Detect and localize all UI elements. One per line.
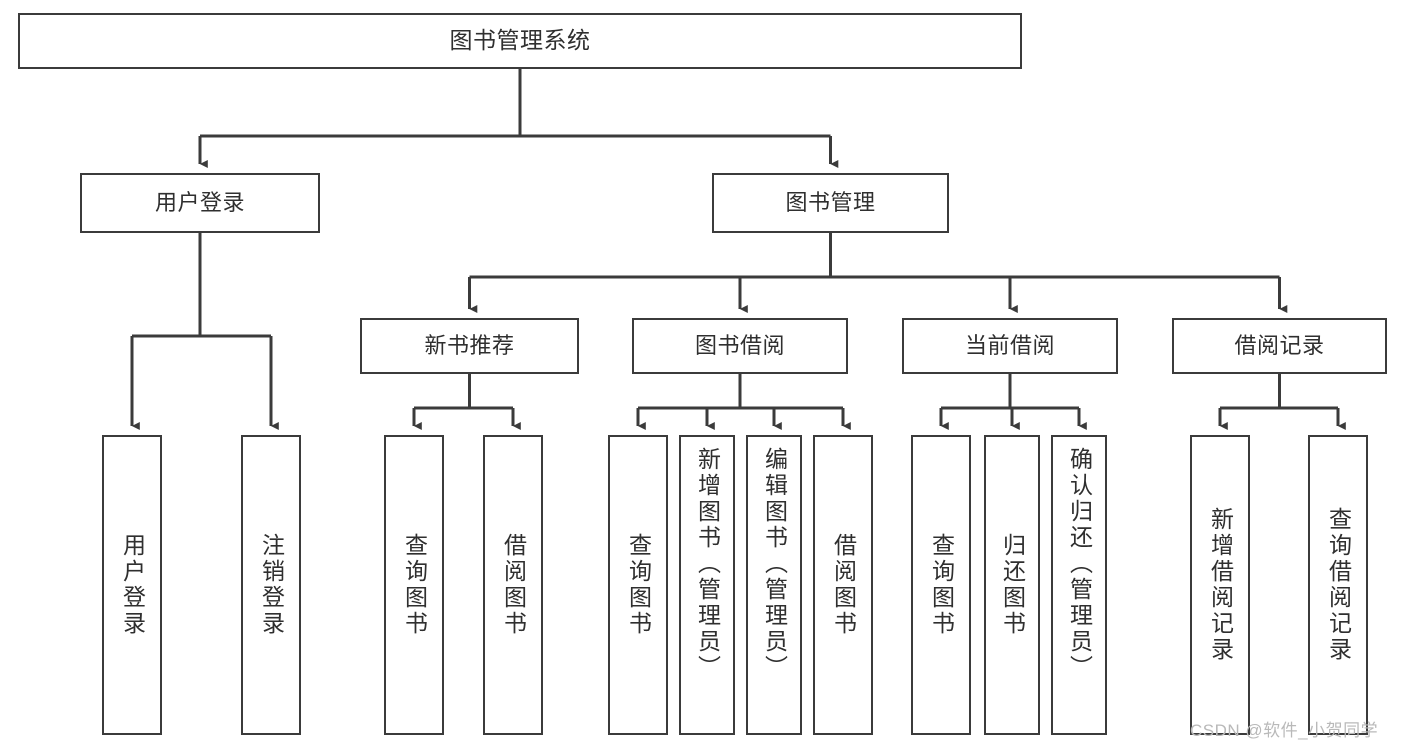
- node-leaf-query-book-1-label: 查询图书: [401, 533, 428, 637]
- node-leaf-return-book-label: 归还图书: [999, 533, 1026, 637]
- node-leaf-borrow-book-1-label: 借阅图书: [500, 533, 527, 637]
- node-leaf-user-login-label: 用户登录: [119, 533, 146, 637]
- node-leaf-query-book-2[interactable]: 查询图书: [608, 435, 668, 735]
- node-leaf-add-record-label: 新增借阅记录: [1207, 507, 1234, 663]
- node-current-borrow-label: 当前借阅: [964, 333, 1055, 359]
- node-root-book-management-system-label: 图书管理系统: [449, 27, 591, 54]
- node-current-borrow[interactable]: 当前借阅: [902, 318, 1118, 374]
- node-borrow-record[interactable]: 借阅记录: [1172, 318, 1387, 374]
- node-leaf-query-book-1[interactable]: 查询图书: [384, 435, 444, 735]
- node-user-login-label: 用户登录: [154, 190, 245, 216]
- node-leaf-borrow-book-2[interactable]: 借阅图书: [813, 435, 873, 735]
- node-new-book-recommend[interactable]: 新书推荐: [360, 318, 579, 374]
- node-leaf-logout[interactable]: 注销登录: [241, 435, 301, 735]
- node-leaf-edit-book-label: 编辑图书（管理员）: [761, 447, 788, 681]
- node-book-manage[interactable]: 图书管理: [712, 173, 949, 233]
- watermark-text: CSDN @软件_小贺同学: [1190, 721, 1379, 740]
- node-leaf-return-book[interactable]: 归还图书: [984, 435, 1040, 735]
- node-leaf-edit-book[interactable]: 编辑图书（管理员）: [746, 435, 802, 735]
- node-book-manage-label: 图书管理: [785, 190, 876, 216]
- node-leaf-borrow-book-1[interactable]: 借阅图书: [483, 435, 543, 735]
- node-user-login[interactable]: 用户登录: [80, 173, 320, 233]
- node-leaf-confirm-return-label: 确认归还（管理员）: [1066, 447, 1093, 681]
- node-leaf-confirm-return[interactable]: 确认归还（管理员）: [1051, 435, 1107, 735]
- node-leaf-add-record[interactable]: 新增借阅记录: [1190, 435, 1250, 735]
- node-leaf-query-record[interactable]: 查询借阅记录: [1308, 435, 1368, 735]
- node-leaf-query-book-2-label: 查询图书: [625, 533, 652, 637]
- node-leaf-add-book-label: 新增图书（管理员）: [694, 447, 721, 681]
- node-leaf-logout-label: 注销登录: [258, 533, 285, 637]
- node-book-borrow-label: 图书借阅: [694, 333, 785, 359]
- node-leaf-query-record-label: 查询借阅记录: [1325, 507, 1352, 663]
- node-leaf-query-book-3-label: 查询图书: [928, 533, 955, 637]
- node-book-borrow[interactable]: 图书借阅: [632, 318, 848, 374]
- node-leaf-user-login[interactable]: 用户登录: [102, 435, 162, 735]
- node-leaf-query-book-3[interactable]: 查询图书: [911, 435, 971, 735]
- node-leaf-borrow-book-2-label: 借阅图书: [830, 533, 857, 637]
- node-new-book-recommend-label: 新书推荐: [424, 333, 515, 359]
- node-borrow-record-label: 借阅记录: [1234, 333, 1325, 359]
- node-root-book-management-system[interactable]: 图书管理系统: [18, 13, 1022, 69]
- node-leaf-add-book[interactable]: 新增图书（管理员）: [679, 435, 735, 735]
